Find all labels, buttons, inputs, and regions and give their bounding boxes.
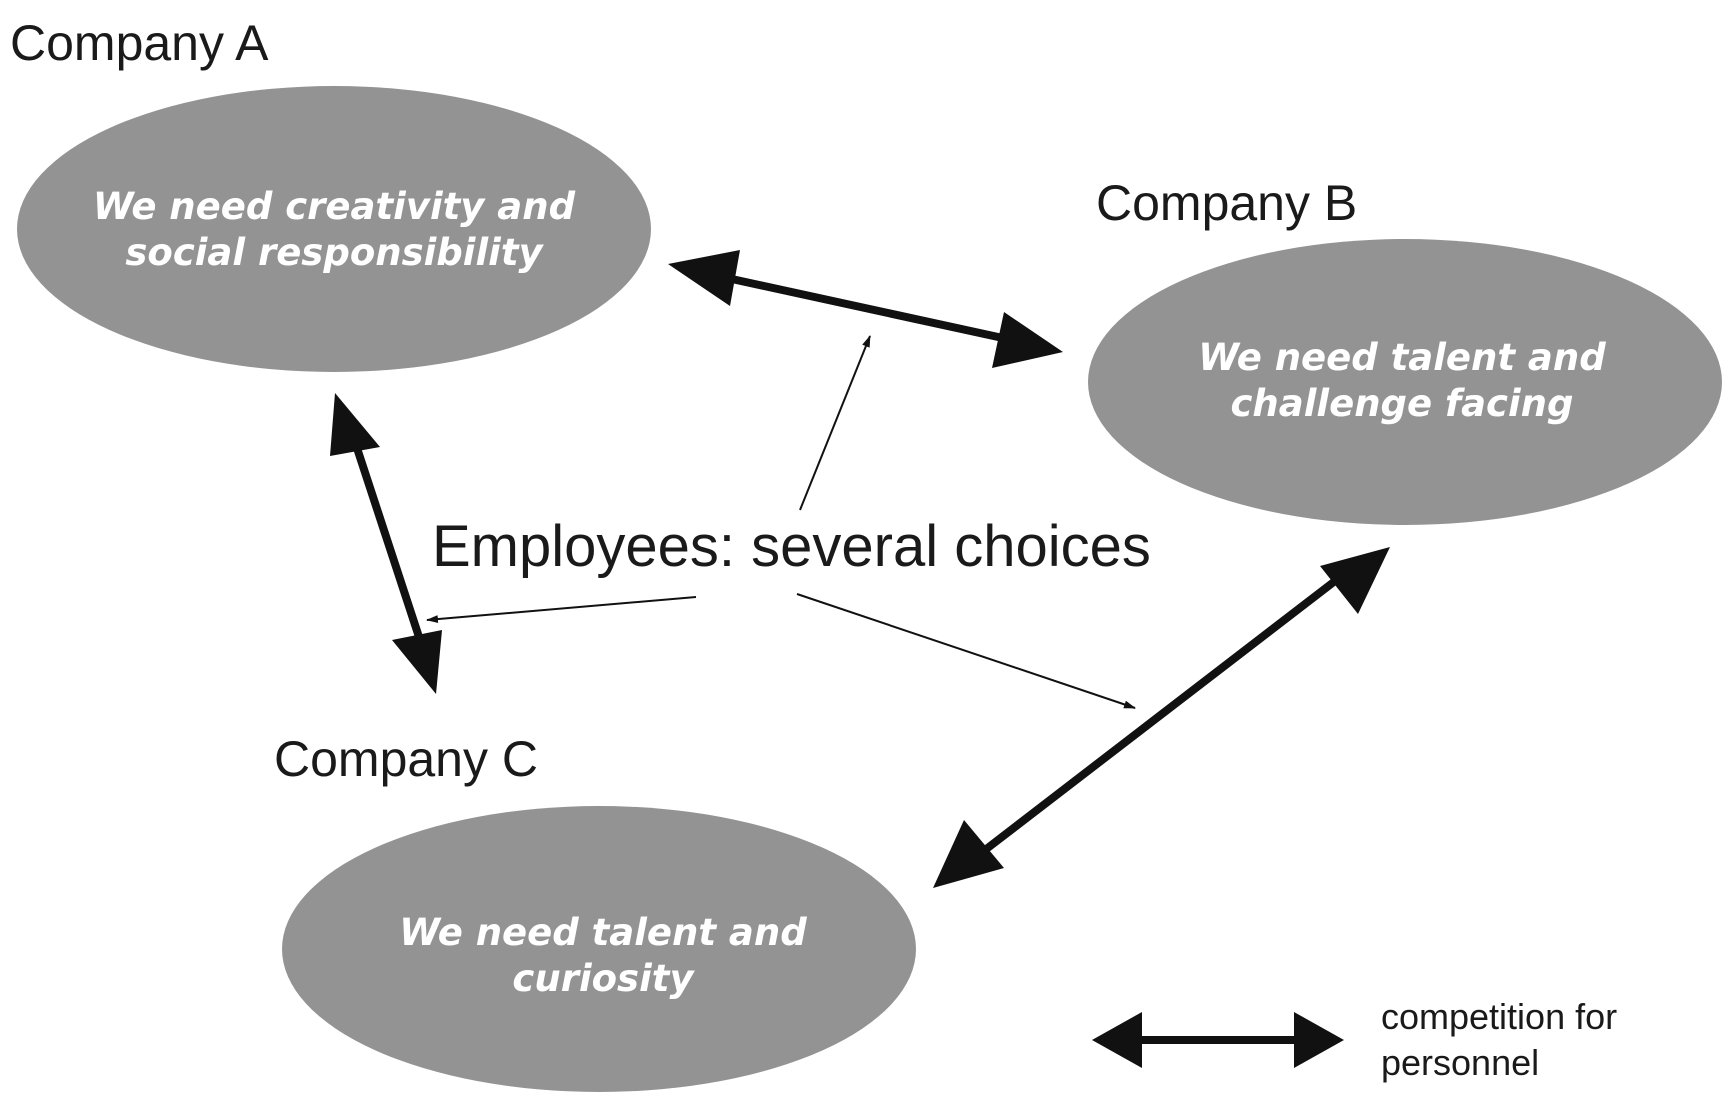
company-a-need-line2: social responsibility	[125, 231, 543, 274]
company-b-ellipse	[1088, 239, 1722, 525]
company-a-need: We need creativity and social responsibi…	[93, 184, 575, 276]
company-b-need-line2: challenge facing	[1230, 382, 1574, 425]
company-c-need: We need talent and curiosity	[399, 910, 806, 1002]
company-a-need-line1: We need creativity and	[92, 185, 576, 228]
company-a-label: Company A	[10, 15, 269, 71]
company-c-label: Company C	[274, 731, 538, 787]
legend-label-line1: competition for	[1381, 996, 1618, 1037]
choice-arrow-to-c	[796, 593, 1136, 709]
company-b-need-line1: We need talent and	[1198, 336, 1606, 379]
legend-label: competition for personnel	[1381, 994, 1617, 1086]
competition-arrow-a-c	[330, 393, 442, 694]
company-a-ellipse	[17, 86, 651, 372]
company-c-need-line2: curiosity	[512, 957, 694, 1000]
legend-label-line2: personnel	[1381, 1042, 1540, 1083]
competition-arrow-b-c	[933, 547, 1390, 888]
choice-arrow-to-a	[426, 596, 697, 624]
employees-label: Employees: several choices	[432, 514, 1151, 579]
company-c-need-line1: We need talent and	[399, 911, 807, 954]
company-b-need: We need talent and challenge facing	[1198, 335, 1605, 427]
legend-arrow	[1092, 1012, 1344, 1068]
company-b-label: Company B	[1096, 175, 1358, 231]
company-c-ellipse	[282, 806, 916, 1092]
competition-arrow-a-b	[668, 250, 1063, 368]
choice-arrow-to-b	[799, 335, 871, 511]
